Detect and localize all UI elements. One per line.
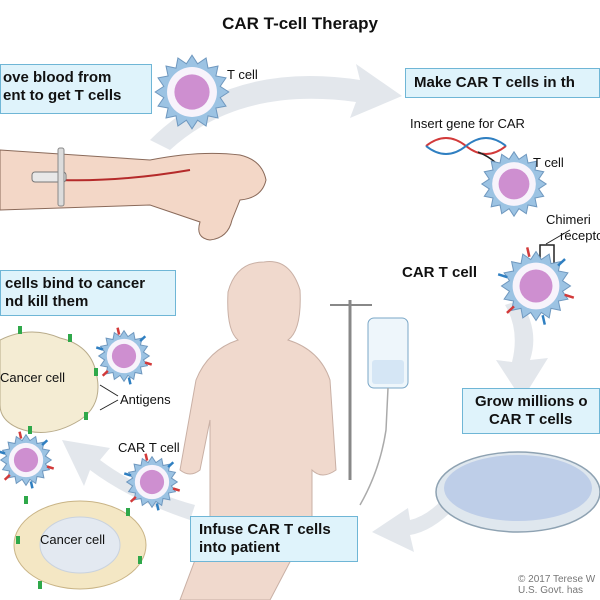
label-cancer-cell-top: Cancer cell [0,370,66,385]
label-car-t-cell-bold: CAR T cell [402,264,478,281]
car-t-cell-large-receptor [497,273,508,279]
car-t-cell-attack-2 [0,431,55,489]
patient-silhouette [179,261,337,600]
label-insert-gene: Insert gene for CAR [410,116,525,131]
petri-dish [435,451,600,533]
credit-text: © 2017 Terese W U.S. Govt. has [518,574,595,596]
car-t-cell-attack-3-receptor [123,472,132,477]
car-t-cell-attack-1-receptor [144,361,153,366]
antigen-marker [94,368,98,376]
antigen-marker [126,508,130,516]
car-t-cell-attack-3-receptor [155,503,160,511]
antigen-marker [68,334,72,342]
t-cell-top-nucleus [174,74,210,110]
credit-line2: U.S. Govt. has [518,585,584,596]
car-t-cell-attack-3-receptor [144,453,149,461]
label-antigens: Antigens [120,392,171,407]
step2-line1: Make CAR T cells in th [414,74,575,91]
cancer-cell-top-shape [0,331,99,433]
car-t-cell-attack-3-nucleus [139,469,165,495]
car-t-cell-attack-2-receptor [3,474,11,481]
car-t-cell-attack-3 [123,453,181,511]
step1-line2: ent to get T cells [3,87,122,104]
t-cell-top [154,54,230,130]
step4-line1: Infuse CAR T cells [199,521,331,538]
car-t-cell-attack-3-receptor [172,487,181,492]
step3-box: Grow millions o CAR T cells [462,388,600,434]
label-car-t-cell-small: CAR T cell [118,440,180,455]
car-t-cell-large-receptor [506,305,515,314]
step5-line1: cells bind to cancer [5,275,146,292]
cells-layer [0,54,575,589]
car-t-cell-attack-3-receptor [167,461,175,468]
arm-illustration [0,147,267,241]
label-t-cell-right: T cell [533,155,564,170]
step2-box: Make CAR T cells in th [405,68,600,98]
antigen-marker [24,496,28,504]
car-t-cell-attack-2-receptor [41,439,49,446]
car-t-cell-attack-2-receptor [29,481,34,489]
step1-line1: ove blood from [3,69,112,86]
car-t-cell-large [497,247,575,325]
step3-line1: Grow millions o [475,393,588,410]
car-t-cell-attack-2-receptor [46,465,55,470]
car-t-cell-attack-1-nucleus [111,343,137,369]
cancer-cell-bottom-shape [13,500,147,590]
step5-box: cells bind to cancer nd kill them [0,270,176,316]
car-t-cell-attack-3-receptor [129,496,137,503]
arrow-top [150,64,402,150]
car-t-cell-attack-1-receptor [95,346,104,351]
step1-box: ove blood from ent to get T cells [0,64,152,114]
t-cell-modified-nucleus [498,168,530,200]
leader-lines [99,229,571,411]
arrow-right [496,300,548,400]
label-chimeric-line1: Chimeri [546,212,591,227]
label-cancer-cell-bottom: Cancer cell [40,532,106,547]
step3-line2: CAR T cells [489,411,573,428]
step4-box: Infuse CAR T cells into patient [190,516,358,562]
t-cell-modified [480,150,548,218]
credit-line1: © 2017 Terese W [518,574,596,585]
diagram-title: CAR T-cell Therapy [222,14,378,33]
car-t-cell-large-receptor [557,258,566,267]
car-t-cell-attack-1-receptor [127,377,132,385]
label-chimeric-line2: recepto [560,228,600,243]
step5-line2: nd kill them [5,293,89,310]
car-t-cell-attack-1-receptor [139,335,147,342]
car-t-cell-large-receptor [526,247,531,258]
antigen-marker [16,536,20,544]
antigen-marker [18,326,22,334]
car-t-cell-large-nucleus [519,269,553,303]
car-t-cell-attack-1-receptor [116,327,121,335]
car-t-cell-attack-2-receptor [0,450,6,455]
car-t-cell-large-receptor [541,314,546,325]
label-t-cell-top: T cell [227,67,258,82]
car-t-cell-attack-2-nucleus [13,447,39,473]
car-t-cell-attack-1 [95,327,153,385]
iv-pole-bag [330,300,409,506]
car-t-cell-large-receptor [564,293,575,299]
car-t-cell-attack-1-receptor [101,370,109,377]
step4-line2: into patient [199,539,280,556]
antigen-marker [38,581,42,589]
antigen-marker [138,556,142,564]
antigen-marker [84,412,88,420]
antigen-marker [28,426,32,434]
car-t-cell-attack-2-receptor [18,431,23,439]
